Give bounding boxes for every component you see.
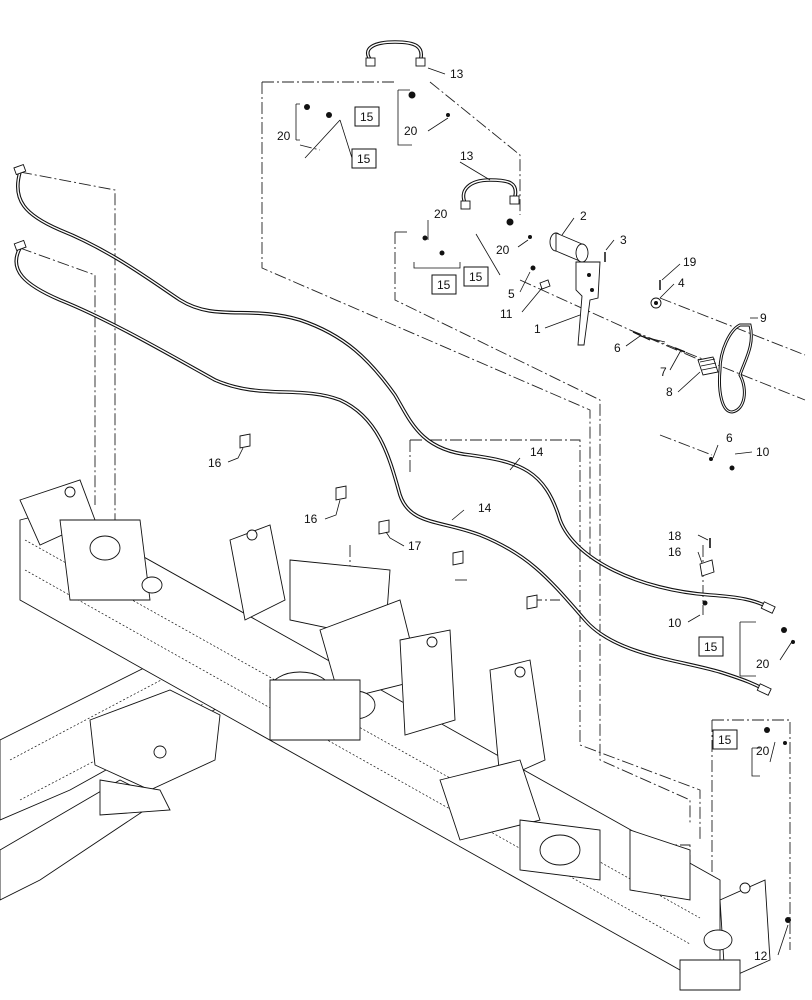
small-hardware — [239, 91, 795, 923]
callout-4: 4 — [678, 276, 685, 290]
callout-16-left: 16 — [208, 456, 222, 470]
boxed-callout-15-f: 15 — [712, 729, 738, 750]
boxed-callout-15-c: 15 — [463, 266, 489, 287]
callout-20-middle-right: 20 — [496, 243, 510, 257]
callout-6-lower: 6 — [726, 431, 733, 445]
hydraulic-hose-lower — [14, 246, 767, 692]
callout-14-upper: 14 — [530, 445, 544, 459]
callout-labels: 13 20 20 13 20 20 2 3 19 4 5 11 1 9 6 7 … — [208, 67, 770, 963]
boxed-callout-15-e: 15 — [698, 636, 724, 657]
callout-16-middle: 16 — [304, 512, 318, 526]
boxed-callout-15-b: 15 — [351, 148, 377, 169]
hydraulic-hose-upper — [15, 170, 772, 610]
svg-text:15: 15 — [360, 110, 374, 124]
callout-13-top: 13 — [450, 67, 464, 81]
callout-7: 7 — [660, 365, 667, 379]
callout-18: 18 — [668, 529, 682, 543]
short-hose-middle — [460, 178, 520, 210]
callout-13-middle: 13 — [460, 149, 474, 163]
callout-20-top-left: 20 — [277, 129, 291, 143]
callout-19: 19 — [683, 255, 697, 269]
callout-17: 17 — [408, 539, 422, 553]
callout-9: 9 — [760, 311, 767, 325]
svg-text:15: 15 — [704, 640, 718, 654]
callout-20-middle: 20 — [434, 207, 448, 221]
svg-text:15: 15 — [357, 152, 371, 166]
callout-20-right-upper: 20 — [756, 657, 770, 671]
callout-12: 12 — [754, 949, 768, 963]
boxed-callouts: 15 15 15 15 15 15 — [351, 106, 738, 750]
callout-16-right: 16 — [668, 545, 682, 559]
callout-11: 11 — [500, 307, 513, 321]
short-hose-top — [365, 40, 426, 67]
boxed-callout-15-d: 15 — [431, 274, 457, 295]
implement-frame — [0, 479, 771, 991]
svg-text:15: 15 — [437, 278, 451, 292]
valve-cylinder — [549, 232, 589, 263]
svg-text:15: 15 — [718, 733, 732, 747]
leader-lines — [227, 67, 794, 956]
svg-text:15: 15 — [469, 270, 483, 284]
callout-8: 8 — [666, 385, 673, 399]
callout-14-lower: 14 — [478, 501, 492, 515]
callout-20-top-right: 20 — [404, 124, 418, 138]
callout-10-upper: 10 — [756, 445, 770, 459]
hose-fittings — [13, 163, 776, 696]
callout-6-upper: 6 — [614, 341, 621, 355]
callout-1: 1 — [534, 322, 541, 336]
callout-2: 2 — [580, 209, 587, 223]
callout-5: 5 — [508, 287, 515, 301]
callout-10-lower: 10 — [668, 616, 682, 630]
boxed-callout-15-a: 15 — [354, 106, 380, 127]
callout-3: 3 — [620, 233, 627, 247]
callout-20-right-lower: 20 — [756, 744, 770, 758]
